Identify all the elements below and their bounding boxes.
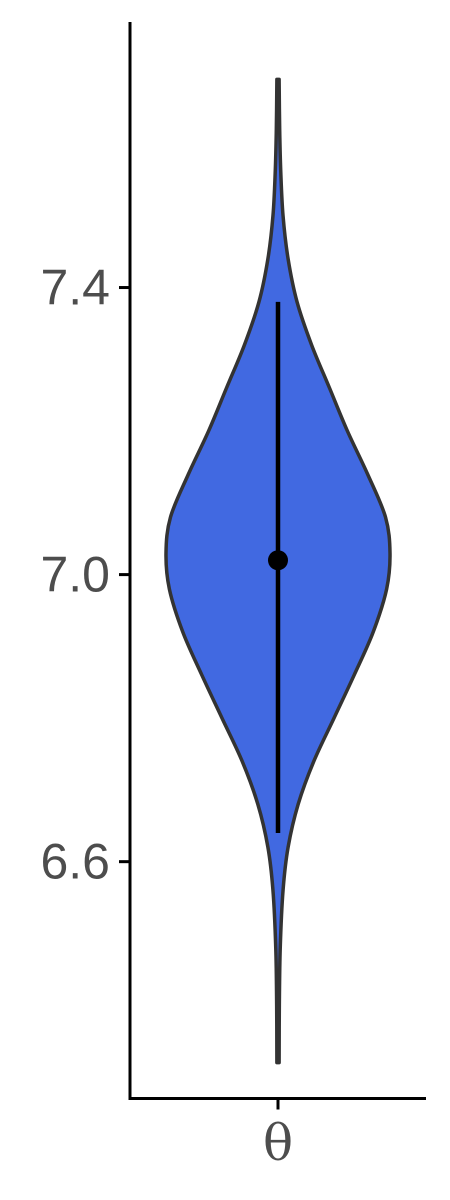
point-estimate-dot: [268, 550, 288, 571]
plot-area: [164, 77, 392, 1065]
y-tick-label: 7.0: [40, 547, 110, 603]
y-axis-ticks: 6.6 7.0 7.4: [40, 260, 130, 890]
x-tick-label: θ: [263, 1114, 293, 1172]
y-tick-label: 7.4: [40, 260, 110, 316]
y-tick-label: 6.6: [40, 834, 110, 890]
x-axis-ticks: θ: [263, 1098, 293, 1172]
